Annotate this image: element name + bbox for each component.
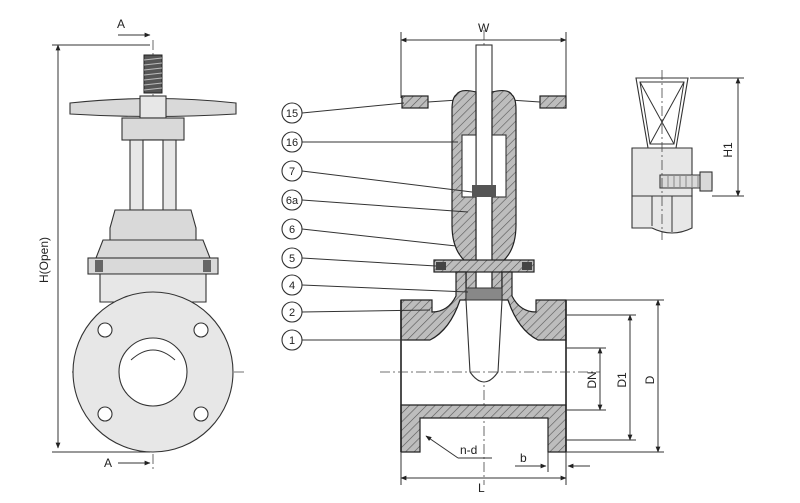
svg-text:1: 1 bbox=[289, 335, 295, 347]
handwheel-rim-left bbox=[401, 95, 429, 109]
yoke-top bbox=[121, 117, 185, 141]
svg-text:6a: 6a bbox=[286, 195, 299, 207]
svg-text:2: 2 bbox=[289, 307, 295, 319]
n-d-label: n-d bbox=[460, 443, 477, 457]
disc-edge bbox=[130, 349, 176, 361]
yoke-window-left bbox=[461, 134, 477, 198]
body-bottom bbox=[400, 404, 567, 453]
detail-bolt-head bbox=[699, 171, 713, 192]
detail-base-lines bbox=[651, 196, 673, 232]
wedge-nut bbox=[465, 287, 503, 301]
dim-dn-label: DN bbox=[585, 371, 599, 388]
svg-text:6: 6 bbox=[289, 224, 295, 236]
dim-d1-label: D1 bbox=[615, 372, 629, 388]
handwheel-rim-right bbox=[539, 95, 567, 109]
port-bore bbox=[118, 337, 188, 407]
detail-cap-cross bbox=[639, 81, 685, 145]
callout-4: 4 bbox=[281, 274, 469, 296]
callout-1: 1 bbox=[281, 329, 404, 351]
bonnet-flange bbox=[87, 257, 219, 275]
callout-6: 6 bbox=[281, 218, 457, 247]
dim-h1-label: H1 bbox=[721, 142, 735, 158]
dim-l-label: L bbox=[478, 481, 485, 495]
detail-view: H1 bbox=[631, 70, 744, 240]
stem-front bbox=[142, 139, 164, 211]
dim-h-open-label: H(Open) bbox=[37, 237, 51, 283]
callout-6a: 6a bbox=[281, 189, 469, 213]
svg-text:7: 7 bbox=[289, 166, 295, 178]
bonnet-upper bbox=[109, 209, 197, 241]
yoke-window-right bbox=[491, 134, 507, 198]
callout-15: 15 bbox=[281, 102, 405, 124]
svg-text:16: 16 bbox=[286, 137, 298, 149]
svg-text:15: 15 bbox=[286, 108, 298, 120]
callout-16: 16 bbox=[281, 131, 458, 153]
body-right-upper bbox=[501, 271, 567, 341]
bonnet-bolt-right bbox=[522, 262, 532, 270]
bonnet-bolt-left bbox=[436, 262, 446, 270]
callout-7: 7 bbox=[281, 160, 473, 193]
front-view: A A bbox=[37, 17, 245, 470]
bolt-hole-2 bbox=[193, 322, 209, 338]
svg-text:5: 5 bbox=[289, 253, 295, 265]
n-d-leader bbox=[425, 435, 459, 459]
body-left-upper bbox=[400, 271, 467, 341]
callout-2: 2 bbox=[281, 301, 431, 323]
bonnet-lower bbox=[95, 239, 211, 259]
gate-wedge bbox=[465, 299, 503, 383]
dim-w-label: W bbox=[478, 21, 490, 35]
bolt-hole-3 bbox=[97, 406, 113, 422]
bonnet-flange-section bbox=[433, 259, 535, 273]
bolt-hole-1 bbox=[97, 322, 113, 338]
section-view: W DN D1 bbox=[281, 21, 664, 495]
bolt-hole-4 bbox=[193, 406, 209, 422]
svg-text:4: 4 bbox=[289, 280, 295, 292]
stem-nut bbox=[472, 185, 496, 197]
handwheel-hub bbox=[139, 95, 167, 119]
dim-b-label: b bbox=[520, 451, 527, 465]
body-neck bbox=[99, 273, 207, 303]
dim-d-label: D bbox=[643, 375, 657, 384]
callout-5: 5 bbox=[281, 247, 437, 269]
section-a-bottom-label: A bbox=[104, 456, 112, 470]
section-a-top-label: A bbox=[117, 17, 125, 31]
